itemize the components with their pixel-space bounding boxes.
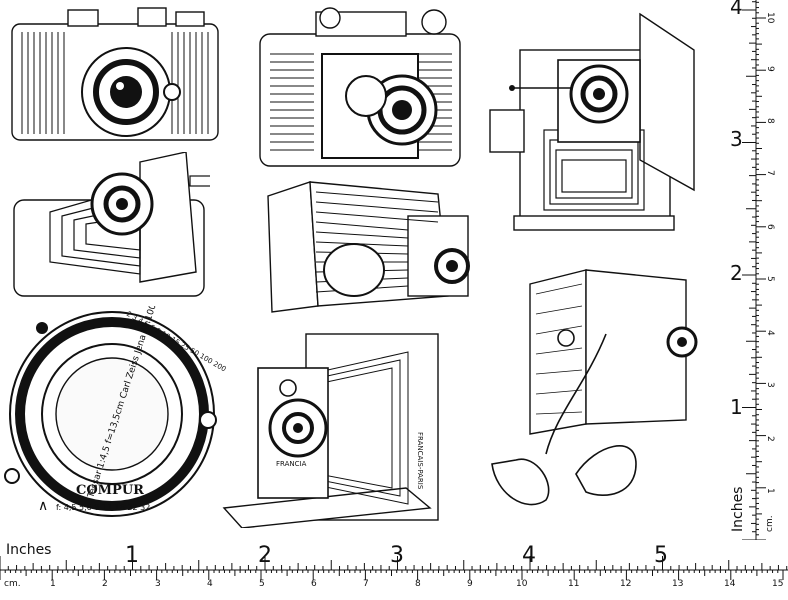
ruler-bottom-cm-1: 1 bbox=[50, 579, 56, 589]
folding-camera-front-label: FRANCIA bbox=[276, 460, 307, 468]
ruler-right: 1 2 3 4 1 2 3 4 5 6 7 8 9 10 Inches cm. bbox=[730, 0, 775, 540]
box-camera-with-bulb-bottom-right bbox=[491, 269, 698, 506]
folding-camera-bottom-middle: FRANCIA FRANCAIS-PARIS bbox=[222, 333, 439, 528]
ruler-right-cm-9: 9 bbox=[765, 66, 775, 72]
ruler-right-inches-label: Inches bbox=[730, 487, 746, 532]
ruler-bottom-cm-14: 14 bbox=[724, 579, 736, 589]
lens-compur-label: COMPUR bbox=[76, 483, 144, 498]
ruler-bottom-cm-7: 7 bbox=[363, 579, 369, 589]
ruler-bottom-cm-15: 15 bbox=[772, 579, 783, 589]
ruler-bottom-cm-3: 3 bbox=[155, 579, 161, 589]
lens-index-arrow: ∧ bbox=[38, 498, 48, 514]
ruler-bottom-cm-13: 13 bbox=[672, 579, 683, 589]
ruler-bottom-cm-label: cm. bbox=[4, 579, 21, 589]
ruler-bottom-cm-numbers: 1 2 3 4 5 6 7 8 9 10 11 12 13 14 15 bbox=[50, 579, 783, 589]
ruler-right-cm-8: 8 bbox=[765, 118, 775, 124]
ruler-bottom-inch-2: 2 bbox=[258, 543, 272, 568]
ruler-bottom-inch-3: 3 bbox=[390, 543, 404, 568]
ruler-bottom-cm-9: 9 bbox=[467, 579, 473, 589]
ruler-right-cm-1: 1 bbox=[765, 488, 775, 494]
ruler-right-inch-1: 1 bbox=[730, 395, 743, 419]
ruler-bottom-cm-11: 11 bbox=[568, 579, 579, 589]
ruler-bottom-inch-4: 4 bbox=[522, 543, 536, 568]
ruler-bottom-cm-6: 6 bbox=[311, 579, 317, 589]
ruler-bottom-cm-8: 8 bbox=[415, 579, 421, 589]
lens-compur-bottom-left: Tessar 1:4,5 f=13,5cm Carl Zeiss Jena Nr… bbox=[4, 306, 227, 517]
ruler-right-cm-5: 5 bbox=[765, 276, 775, 282]
box-camera-top-left bbox=[11, 7, 219, 141]
ruler-bottom-inch-5: 5 bbox=[654, 543, 668, 568]
ruler-right-inch-4: 4 bbox=[730, 0, 743, 19]
ruler-bottom: Inches 1 2 3 4 5 cm. 1 2 3 4 5 6 7 8 9 1… bbox=[0, 542, 788, 589]
ruler-right-inch-2: 2 bbox=[730, 261, 743, 285]
folding-camera-top-right bbox=[489, 12, 695, 231]
ruler-right-cm-2: 2 bbox=[765, 436, 775, 442]
ruler-right-inch-3: 3 bbox=[730, 127, 743, 151]
ruler-right-cm-7: 7 bbox=[765, 170, 775, 176]
ruler-right-cm-6: 6 bbox=[765, 224, 775, 230]
folding-camera-middle-left bbox=[13, 152, 210, 297]
lens-aperture-scale: f: 4,5 5,6 8 11 16 22 32 bbox=[56, 503, 150, 512]
ruler-right-cm-3: 3 bbox=[765, 382, 775, 388]
ruler-right-cm-10: 10 bbox=[765, 12, 775, 24]
ruler-right-inch-numbers: 1 2 3 4 bbox=[730, 0, 743, 419]
ruler-right-cm-label: cm. bbox=[765, 515, 775, 532]
folding-camera-side-label: FRANCAIS-PARIS bbox=[416, 432, 424, 490]
ruler-bottom-cm-2: 2 bbox=[102, 579, 108, 589]
ruler-bottom-cm-12: 12 bbox=[620, 579, 631, 589]
ruler-right-cm-4: 4 bbox=[765, 330, 775, 336]
bellows-box-camera-middle bbox=[267, 181, 470, 313]
ruler-bottom-cm-10: 10 bbox=[516, 579, 528, 589]
ruler-bottom-cm-5: 5 bbox=[259, 579, 265, 589]
rangefinder-camera-top-middle bbox=[259, 7, 461, 167]
ruler-bottom-cm-4: 4 bbox=[207, 579, 213, 589]
ruler-bottom-inch-numbers: 1 2 3 4 5 bbox=[125, 543, 668, 568]
ruler-bottom-inch-1: 1 bbox=[125, 543, 139, 568]
ruler-right-cm-numbers: 1 2 3 4 5 6 7 8 9 10 bbox=[765, 12, 775, 494]
ruler-bottom-inches-label: Inches bbox=[6, 542, 51, 558]
